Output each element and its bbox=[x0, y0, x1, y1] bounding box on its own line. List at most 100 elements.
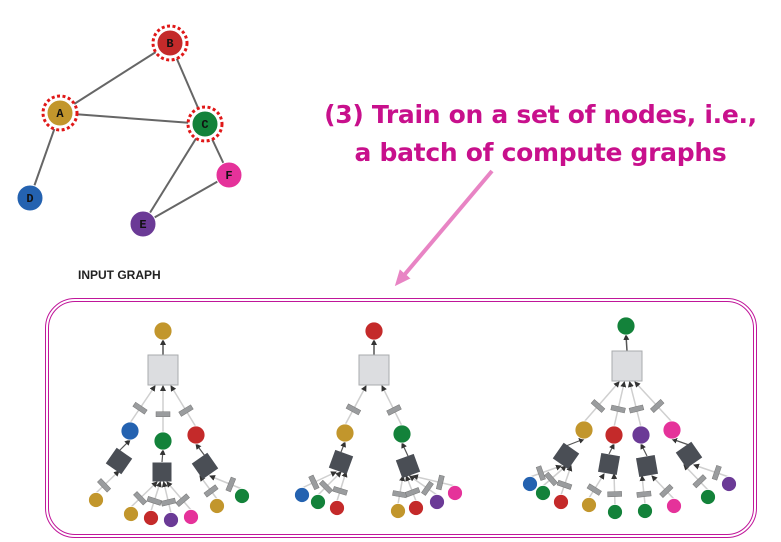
graph-node-E: E bbox=[129, 210, 157, 238]
aggregator-box-l2 bbox=[328, 449, 354, 475]
tree-edge bbox=[129, 385, 156, 424]
edge-gate bbox=[650, 399, 665, 413]
tree-edge bbox=[671, 437, 690, 446]
tree-node-C bbox=[700, 489, 716, 505]
tree-node-A bbox=[335, 423, 355, 443]
tree-edge bbox=[639, 475, 646, 505]
tree-edge bbox=[405, 475, 417, 502]
tree-edge bbox=[623, 334, 630, 352]
tree-node-E bbox=[429, 494, 445, 510]
tree-edge bbox=[412, 474, 456, 487]
edge-gate bbox=[332, 486, 348, 496]
edge-gate bbox=[345, 403, 362, 416]
tree-edge bbox=[588, 473, 605, 499]
tree-node-D bbox=[120, 421, 140, 441]
node-circle bbox=[16, 184, 44, 212]
tree-node-A bbox=[581, 497, 597, 513]
tree-edge bbox=[195, 443, 206, 457]
tree-node-C bbox=[616, 316, 636, 336]
node-label: D bbox=[26, 192, 33, 206]
edge-gate bbox=[711, 465, 722, 481]
input-graph: A B C D E F bbox=[16, 24, 243, 238]
aggregator-box-l2 bbox=[395, 453, 421, 479]
tree-edge bbox=[611, 473, 618, 506]
tree-node-B bbox=[186, 425, 206, 445]
node-label: F bbox=[225, 169, 232, 183]
edge-gate bbox=[535, 465, 546, 481]
tree-edge bbox=[95, 470, 120, 494]
edge-gate bbox=[175, 493, 190, 508]
tree-edge bbox=[381, 385, 403, 427]
tree-edge bbox=[161, 481, 172, 514]
compute-graph-2 bbox=[294, 321, 463, 519]
tree-node-E bbox=[631, 425, 651, 445]
tree-node-C bbox=[153, 431, 173, 451]
edge-gate bbox=[178, 404, 194, 417]
tree-edge bbox=[209, 475, 243, 490]
tree-edge bbox=[583, 381, 620, 423]
tree-node-F bbox=[662, 420, 682, 440]
tree-node-A bbox=[209, 498, 225, 514]
tree-node-A bbox=[390, 503, 406, 519]
graph-node-B: B bbox=[151, 24, 189, 62]
node-circle bbox=[129, 210, 157, 238]
tree-node-C bbox=[607, 504, 623, 520]
aggregator-box-l2 bbox=[152, 462, 172, 482]
tree-node-A bbox=[88, 492, 104, 508]
caption-title: (3) Train on a set of nodes, i.e., a bat… bbox=[300, 96, 781, 172]
edge-gate bbox=[544, 471, 558, 487]
tree-edge bbox=[199, 475, 218, 500]
aggregator-box-l2 bbox=[552, 442, 580, 470]
node-circle bbox=[156, 29, 184, 57]
edge-gate bbox=[404, 487, 421, 498]
tree-node-C bbox=[392, 424, 412, 444]
caption-line-2: a batch of compute graphs bbox=[354, 138, 727, 167]
edge-gate bbox=[133, 491, 148, 506]
tree-edge bbox=[150, 481, 162, 512]
tree-edge bbox=[640, 443, 648, 457]
node-label: A bbox=[56, 107, 64, 121]
tree-edge bbox=[130, 481, 158, 508]
tree-node-B bbox=[553, 494, 569, 510]
edge-gate bbox=[692, 474, 707, 489]
tree-edge bbox=[170, 385, 197, 428]
aggregator-box-l1 bbox=[611, 350, 643, 382]
tree-node-A bbox=[123, 506, 139, 522]
tree-node-F bbox=[447, 485, 463, 501]
tree-node-C bbox=[310, 494, 326, 510]
tree-edge bbox=[565, 438, 585, 447]
tree-node-B bbox=[143, 510, 159, 526]
aggregator-box-l2 bbox=[191, 452, 219, 480]
tree-edge bbox=[336, 471, 348, 502]
tree-node-C bbox=[637, 503, 653, 519]
edge-gate bbox=[435, 474, 445, 491]
edge-gate bbox=[421, 480, 434, 496]
edge-gate bbox=[160, 497, 177, 507]
tree-node-D bbox=[522, 476, 538, 492]
tree-node-B bbox=[604, 425, 624, 445]
tree-edge bbox=[651, 475, 675, 500]
tree-edge bbox=[317, 471, 342, 496]
aggregator-box-l2 bbox=[635, 454, 659, 478]
tree-node-C bbox=[535, 485, 551, 501]
tree-edge bbox=[608, 443, 615, 455]
tree-edge bbox=[529, 464, 562, 478]
edge-gate bbox=[586, 483, 602, 496]
aggregator-box-l1 bbox=[147, 354, 179, 386]
tree-edge bbox=[613, 381, 627, 428]
tree-edge bbox=[542, 465, 567, 487]
pointer-arrow bbox=[394, 169, 494, 287]
graph-node-C: C bbox=[186, 105, 224, 143]
batch-box bbox=[45, 298, 757, 538]
edge-gate bbox=[97, 478, 112, 493]
tree-node-B bbox=[408, 500, 424, 516]
node-label: E bbox=[139, 218, 146, 232]
tree-node-B bbox=[329, 500, 345, 516]
node-label: C bbox=[201, 118, 208, 132]
tree-node-C bbox=[234, 488, 250, 504]
edge-gate bbox=[308, 474, 320, 491]
graph-edge-A-B bbox=[59, 42, 171, 114]
graph-node-A: A bbox=[41, 94, 79, 132]
